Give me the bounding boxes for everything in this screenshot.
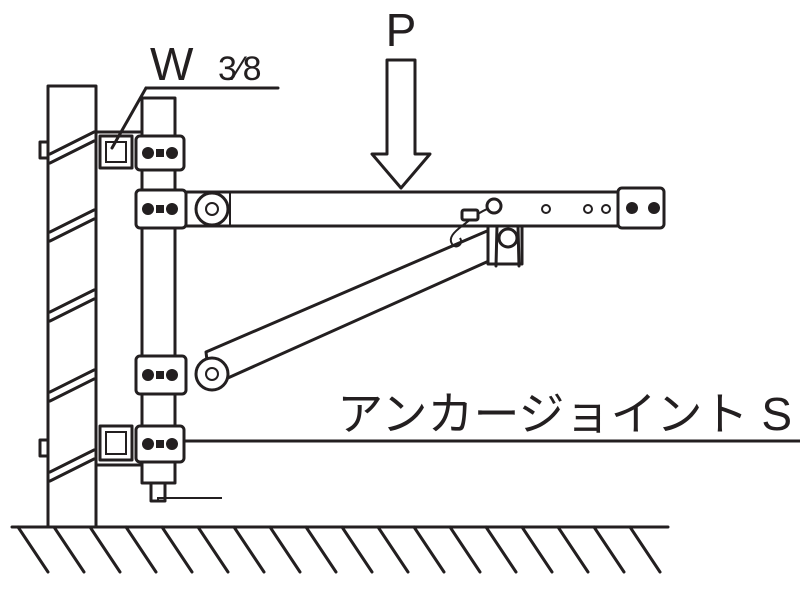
upper-coupler-bolt-a (142, 147, 154, 159)
wire-label: W (150, 38, 194, 90)
upper-coupler-bolt-b (166, 147, 178, 159)
lower-clamp-inner (105, 431, 127, 455)
ground-hatch-stroke (268, 525, 302, 574)
ground-hatch-stroke (160, 525, 194, 574)
post-stripe (48, 288, 96, 314)
strut-pivot (194, 356, 230, 392)
wire-leader (110, 86, 148, 150)
arm-coupler-bolt-b (166, 203, 178, 215)
post-nub-bottom (38, 438, 50, 458)
clamp-plate (94, 130, 144, 467)
arm-pivot-hole (205, 202, 219, 216)
post-stripe (48, 457, 96, 483)
arm-end-coupler (616, 186, 666, 230)
strut-pivot-hole (205, 367, 219, 381)
pipe-end-wire (157, 497, 222, 501)
strut-coupler-bolt-a (142, 369, 154, 381)
strut-body (204, 226, 502, 388)
ground-hatch-stroke (16, 525, 50, 574)
post-stripe (48, 297, 96, 323)
arm-end-bolt-a (626, 202, 638, 214)
arm-hole-2 (583, 204, 593, 214)
post-stripe (48, 217, 96, 243)
main-post (38, 84, 98, 529)
post-stripe (48, 130, 96, 156)
load-arrow: P (370, 4, 432, 190)
ground-hatching (16, 525, 662, 574)
lock-pin-clip (460, 208, 480, 222)
strut-coupler-nut (156, 371, 164, 379)
strut-bracket (486, 224, 524, 268)
ground-hatch-stroke (448, 525, 482, 574)
ground-hatch-stroke (484, 525, 518, 574)
horizontal-arm (134, 186, 666, 230)
ground-hatch-stroke (376, 525, 410, 574)
ground-hatch-stroke (232, 525, 266, 574)
anchor-callout: アンカージョイント S (182, 388, 800, 443)
bracket-pin (497, 227, 519, 249)
wire-callout: W 3⁄8 (110, 38, 280, 150)
ground-hatch-stroke (124, 525, 158, 574)
wire-size-label: 3⁄8 (218, 50, 262, 88)
arm-body (180, 190, 662, 228)
lower-coupler-bolt-b (166, 438, 178, 450)
diagonal-strut (134, 226, 502, 396)
anchor-label: アンカージョイント S (337, 388, 792, 440)
post-nub-top (38, 140, 50, 160)
ground-hatch-stroke (340, 525, 374, 574)
arm-pivot (194, 191, 230, 227)
post-stripe (48, 368, 96, 394)
arm-coupler-nut (156, 205, 164, 213)
bracket-legs (494, 224, 521, 268)
post-stripe (48, 208, 96, 234)
ground-hatch-stroke (304, 525, 338, 574)
lock-pin (449, 197, 503, 248)
ground-hatch-stroke (556, 525, 590, 574)
post-stripe (48, 377, 96, 403)
lower-coupler-nut (156, 440, 164, 448)
post-stripes (48, 130, 96, 483)
lower-clamp (98, 424, 186, 464)
arm-coupler-bolt-a (142, 203, 154, 215)
ground-hatch-stroke (412, 525, 446, 574)
arm-hole-1 (541, 204, 551, 214)
arm-end-bolt-b (648, 202, 660, 214)
upper-clamp (98, 134, 186, 172)
ground-hatch-stroke (88, 525, 122, 574)
lock-pin-head (485, 197, 503, 215)
ground-hatch-stroke (628, 525, 662, 574)
ground-hatch-stroke (520, 525, 554, 574)
lower-coupler-bolt-a (142, 438, 154, 450)
load-arrow-shape (370, 58, 432, 190)
ground-hatch-stroke (196, 525, 230, 574)
ground (10, 525, 670, 574)
ground-hatch-stroke (52, 525, 86, 574)
strut-coupler-bolt-b (166, 369, 178, 381)
upper-coupler-nut (156, 149, 164, 157)
arm-hole-3 (601, 204, 611, 214)
post-stripe (48, 139, 96, 165)
post-stripe (48, 448, 96, 474)
ground-hatch-stroke (592, 525, 626, 574)
load-label: P (386, 4, 417, 56)
